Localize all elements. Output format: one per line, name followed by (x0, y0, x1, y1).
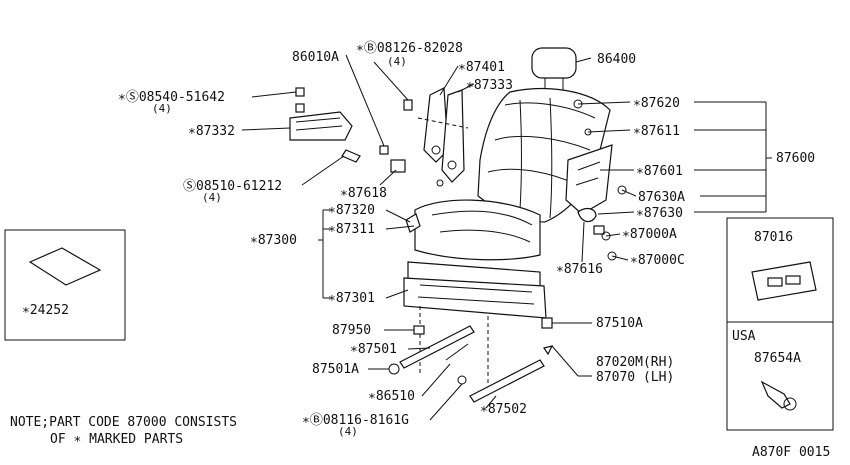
label-87070: 87070 (LH) (596, 370, 674, 385)
label-08116: ∗Ⓑ08116-8161G (302, 413, 409, 428)
label-87600: 87600 (776, 151, 815, 166)
label-87020M: 87020M(RH) (596, 355, 674, 370)
side-cover (289, 111, 353, 141)
label-87000C: ∗87000C (630, 253, 685, 268)
label-08116-qty: (4) (338, 425, 358, 438)
label-87333: ∗87333 (466, 78, 513, 93)
bracket-87300 (318, 209, 330, 299)
label-87332: ∗87332 (188, 124, 235, 139)
label-87620: ∗87620 (633, 96, 680, 111)
label-usa: USA (732, 329, 756, 344)
note-line-2: OF ∗ MARKED PARTS (50, 432, 183, 447)
seat-cushion (405, 199, 541, 261)
headrest (531, 47, 577, 100)
label-86010A: 86010A (292, 50, 339, 65)
label-87950: 87950 (332, 323, 371, 338)
label-08540: ∗Ⓢ08540-51642 (118, 90, 225, 105)
label-87618: ∗87618 (340, 186, 387, 201)
label-08510: Ⓢ08510-61212 (183, 179, 282, 194)
label-87301: ∗87301 (328, 291, 375, 306)
label-08540-qty: (4) (152, 102, 172, 115)
label-87401: ∗87401 (458, 60, 505, 75)
label-87510A: 87510A (596, 316, 643, 331)
label-08126: ∗Ⓑ08126-82028 (356, 41, 463, 56)
label-87630A: 87630A (638, 190, 685, 205)
label-87501: ∗87501 (350, 342, 397, 357)
label-87601: ∗87601 (636, 164, 683, 179)
label-87630: ∗87630 (636, 206, 683, 221)
label-87611: ∗87611 (633, 124, 680, 139)
label-87654A: 87654A (754, 351, 801, 366)
bracket-87600 (694, 101, 772, 213)
label-08510-qty: (4) (202, 191, 222, 204)
label-24252: ∗24252 (22, 303, 69, 318)
switch-part (751, 261, 817, 301)
mat-part (28, 247, 102, 286)
label-87320: ∗87320 (328, 203, 375, 218)
diagram-code: A870F 0015 (752, 445, 830, 460)
note-line-1: NOTE;PART CODE 87000 CONSISTS (10, 415, 237, 430)
label-87016: 87016 (754, 230, 793, 245)
clip-part (760, 380, 797, 411)
side-trim (565, 144, 613, 223)
slide-rails (388, 317, 554, 403)
label-87000A: ∗87000A (622, 227, 677, 242)
label-87501A: 87501A (312, 362, 359, 377)
recliner-plates (417, 87, 469, 187)
label-87300: ∗87300 (250, 233, 297, 248)
seat-frame (403, 261, 547, 384)
leader-lines (241, 54, 637, 421)
label-86510: ∗86510 (368, 389, 415, 404)
label-08126-qty: (4) (387, 55, 407, 68)
label-87616: ∗87616 (556, 262, 603, 277)
label-87311: ∗87311 (328, 222, 375, 237)
label-87502: ∗87502 (480, 402, 527, 417)
switch-box (726, 217, 834, 431)
mat-box (4, 229, 126, 341)
label-86400: 86400 (597, 52, 636, 67)
